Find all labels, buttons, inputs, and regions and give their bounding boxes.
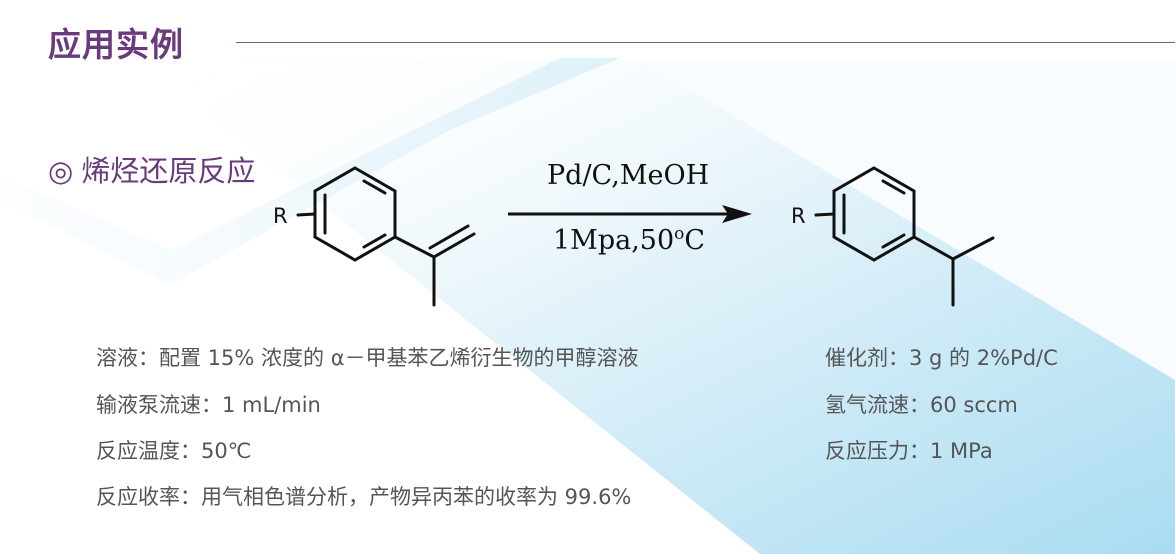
info-hydrogen-flow: 氢气流速：60 sccm: [825, 393, 1018, 417]
section-heading: ◎烯烃还原反应: [48, 148, 255, 190]
degree-sup: o: [674, 224, 684, 244]
condition-bottom-text: 1Mpa,50: [553, 225, 674, 256]
section-title: 烯烃还原反应: [81, 154, 256, 188]
info-solution: 溶液：配置 15% 浓度的 α－甲基苯乙烯衍生物的甲醇溶液: [96, 346, 639, 370]
title-divider: [236, 42, 1175, 43]
condition-bottom: 1Mpa,50oC: [553, 224, 705, 256]
condition-top: Pd/C,MeOH: [547, 160, 709, 191]
circle-bullet-icon: ◎: [48, 154, 74, 188]
product-r-label: R: [791, 204, 806, 228]
info-catalyst: 催化剂：3 g 的 2%Pd/C: [825, 346, 1058, 370]
reactant-structure: [296, 166, 476, 307]
page-title: 应用实例: [48, 25, 184, 64]
info-temperature: 反应温度：50℃: [96, 439, 252, 463]
reactant-r-label: R: [273, 204, 288, 228]
product-structure: [814, 166, 995, 307]
info-pressure: 反应压力：1 MPa: [825, 439, 993, 463]
info-yield: 反应收率：用气相色谱分析，产物异丙苯的收率为 99.6%: [96, 485, 632, 509]
reaction-arrow-head: [722, 205, 752, 223]
info-flow-rate: 输液泵流速：1 mL/min: [96, 393, 321, 417]
condition-bottom-unit: C: [684, 225, 705, 256]
